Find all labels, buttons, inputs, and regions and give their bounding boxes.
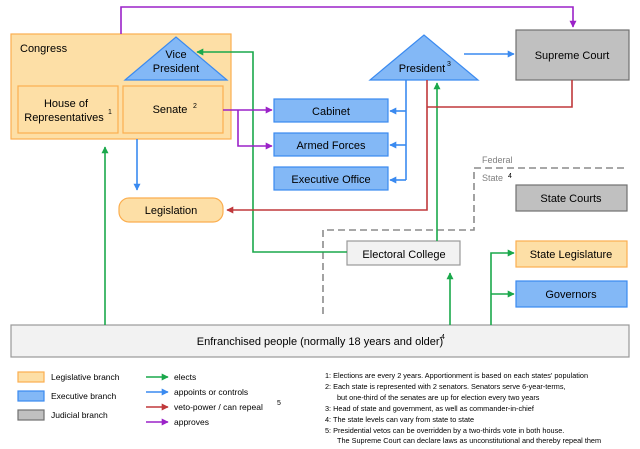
executive-office-label: Executive Office [291, 174, 370, 186]
supreme-court-repeal-line [427, 80, 573, 108]
legislation-label: Legislation [145, 205, 198, 217]
president-label: President [399, 63, 445, 75]
senate-approves-armed-forces-arrow [237, 110, 273, 150]
governors-label: Governors [545, 289, 597, 301]
legend-veto-footnote: 5 [277, 400, 281, 407]
house-label-1: House of [44, 98, 89, 110]
legend-approves-label: approves [174, 417, 209, 427]
executive-office-node: Executive Office [273, 166, 389, 191]
vice-president-node: Vice President [123, 36, 229, 81]
president-node: President 3 [368, 34, 480, 81]
vice-president-label-1: Vice [165, 49, 186, 61]
congress-approves-supreme-court-arrow [120, 6, 577, 34]
armed-forces-label: Armed Forces [296, 140, 366, 152]
elects-state-legislature-arrow [490, 249, 515, 325]
governors-node: Governors [515, 280, 628, 308]
veto-legislation-arrow [226, 80, 428, 214]
footnote-1: 1: Elections are every 2 years. Apportio… [325, 371, 588, 380]
vice-president-label-2: President [153, 63, 199, 75]
senate-footnote: 2 [193, 103, 197, 110]
approves-arrows [120, 6, 577, 150]
federal-state-divider: Federal State 4 [322, 155, 628, 314]
house-footnote: 1 [108, 109, 112, 116]
enfranchised-footnote: 4 [441, 334, 445, 341]
elects-vice-president-arrow [196, 48, 347, 253]
state-legislature-label: State Legislature [530, 249, 613, 261]
president-footnote: 3 [447, 61, 451, 68]
legend-branches: Legislative branch Executive branch Judi… [17, 371, 120, 421]
footnotes: 1: Elections are every 2 years. Apportio… [325, 371, 601, 445]
footnote-5a: 5: Presidential vetos can be overridden … [325, 426, 564, 435]
legend-veto-label: veto-power / can repeal [174, 402, 263, 412]
footnote-3: 3: Head of state and government, as well… [325, 404, 535, 413]
footnote-2b: but one-third of the senates are up for … [337, 393, 540, 402]
state-legislature-node: State Legislature [515, 240, 628, 268]
legend-appoints-label: appoints or controls [174, 387, 248, 397]
cabinet-label: Cabinet [312, 106, 350, 118]
senate-label: Senate [153, 104, 188, 116]
legend-executive-swatch [17, 390, 45, 402]
senate-node: Senate 2 [122, 85, 224, 134]
legend-arrows: elects appoints or controls veto-power /… [146, 372, 281, 427]
electoral-college-node: Electoral College [346, 240, 461, 266]
state-courts-label: State Courts [540, 193, 602, 205]
house-label-2: Representatives [24, 112, 104, 124]
armed-forces-node: Armed Forces [273, 132, 389, 157]
footnote-4: 4: The state levels can vary from state … [325, 415, 474, 424]
supreme-court-node: Supreme Court [515, 29, 630, 81]
legend-executive-label: Executive branch [51, 391, 116, 401]
footnote-5b: The Supreme Court can declare laws as un… [337, 436, 601, 445]
state-courts-node: State Courts [515, 184, 628, 212]
legend-judicial-label: Judicial branch [51, 410, 108, 420]
legend-elects-label: elects [174, 372, 196, 382]
electoral-college-label: Electoral College [362, 249, 445, 261]
legend-legislative-swatch [17, 371, 45, 383]
legend-legislative-label: Legislative branch [51, 372, 120, 382]
legislation-node: Legislation [118, 197, 224, 223]
congress-label: Congress [20, 43, 68, 55]
footnote-2a: 2: Each state is represented with 2 sena… [325, 382, 566, 391]
elects-arrows [101, 48, 515, 325]
legend-judicial-swatch [17, 409, 45, 421]
house-of-representatives-node: House of Representatives 1 [17, 85, 119, 134]
state-label: State [482, 173, 503, 183]
supreme-court-label: Supreme Court [535, 50, 610, 62]
federal-label: Federal [482, 155, 513, 165]
state-footnote: 4 [508, 173, 512, 180]
appoints-arrows [133, 50, 515, 191]
veto-arrows [226, 80, 573, 214]
enfranchised-label: Enfranchised people (normally 18 years a… [197, 336, 443, 348]
enfranchised-people-node: Enfranchised people (normally 18 years a… [10, 324, 630, 358]
cabinet-node: Cabinet [273, 98, 389, 123]
